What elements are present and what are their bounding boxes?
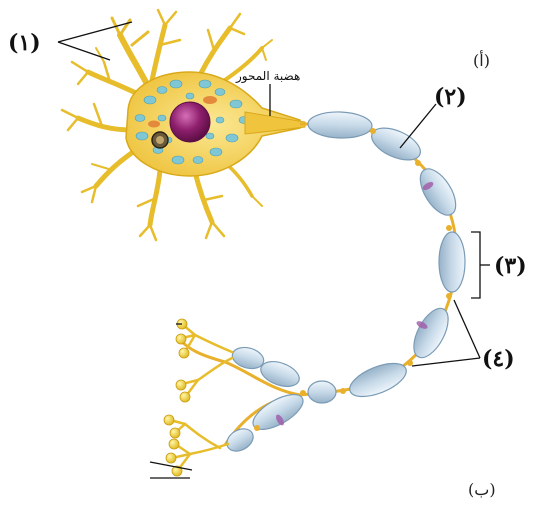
label-three: (٣)	[494, 253, 527, 279]
terminal-bulb	[170, 428, 180, 438]
myelin-segment	[413, 163, 463, 221]
label-part-a: (أ)	[473, 50, 490, 70]
node-of-ranvier	[370, 128, 376, 134]
organelle	[148, 121, 160, 128]
myelin-segment	[407, 303, 455, 363]
terminal-bulb	[169, 439, 179, 449]
label-axon-hillock: هضبة المحور	[235, 69, 300, 84]
terminal-bulb	[166, 453, 176, 463]
myelin-segment	[308, 111, 373, 139]
myelin-segment	[257, 357, 302, 391]
nucleus	[170, 102, 210, 142]
label-four: (٤)	[482, 346, 515, 372]
myelin-segment	[223, 424, 257, 455]
terminal-bulb	[176, 380, 186, 390]
terminal-bulb	[164, 415, 174, 425]
node-of-ranvier	[446, 225, 452, 231]
organelle	[203, 96, 217, 104]
node-of-ranvier	[407, 360, 413, 366]
label-one: (١)	[8, 30, 41, 56]
myelin-sheath	[223, 111, 465, 456]
terminal-bulb	[176, 334, 186, 344]
node-of-ranvier	[300, 390, 306, 396]
myelin-segment	[439, 232, 465, 292]
myelin-segment	[308, 381, 336, 403]
axon-terminals	[170, 324, 232, 470]
node-of-ranvier	[415, 160, 421, 166]
node-of-ranvier	[340, 388, 346, 394]
node-of-ranvier	[446, 293, 452, 299]
node-of-ranvier	[254, 425, 260, 431]
label-part-b: (ب)	[468, 480, 496, 499]
terminal-bulb	[180, 392, 190, 402]
myelin-segment	[345, 357, 410, 404]
label-two: (٢)	[434, 84, 467, 110]
terminal-bulb	[179, 348, 189, 358]
